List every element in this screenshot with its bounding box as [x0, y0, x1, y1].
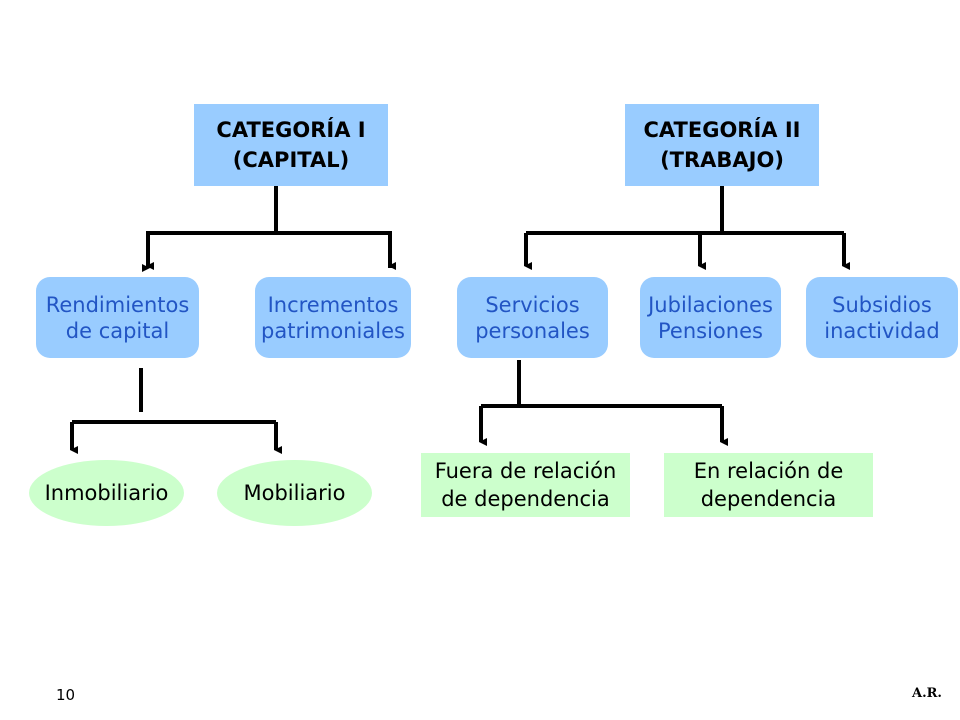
leaf-inmobiliario: Inmobiliario: [29, 460, 184, 526]
subcategory-subsidios-line2: inactividad: [824, 318, 940, 343]
leaf-fuera-line2: de dependencia: [441, 487, 610, 511]
page-number: 10: [56, 686, 76, 704]
category-capital-box: CATEGORÍA I (CAPITAL): [194, 104, 388, 186]
subcategory-jubilaciones-line1: Jubilaciones: [648, 292, 773, 317]
subcategory-servicios-line2: personales: [475, 318, 590, 343]
leaf-mobiliario-label: Mobiliario: [243, 481, 346, 505]
subcategory-rendimientos: Rendimientos de capital: [36, 277, 199, 358]
subcategory-jubilaciones: Jubilaciones Pensiones: [640, 277, 781, 358]
category-trabajo-box: CATEGORÍA II (TRABAJO): [625, 104, 819, 186]
category-trabajo-subtitle: (TRABAJO): [660, 148, 784, 172]
category-capital-subtitle: (CAPITAL): [232, 148, 350, 172]
subcategory-rendimientos-line2: de capital: [65, 318, 170, 343]
leaf-fuera-de-relacion: Fuera de relación de dependencia: [421, 453, 630, 517]
leaf-inmobiliario-label: Inmobiliario: [44, 481, 169, 505]
leaf-en-relacion: En relación de dependencia: [664, 453, 873, 517]
subcategory-incrementos-line2: patrimoniales: [261, 318, 405, 343]
subcategory-subsidios-line1: Subsidios: [832, 292, 932, 317]
leaf-en-relacion-line1: En relación de: [693, 459, 844, 483]
subcategory-servicios-line1: Servicios: [485, 292, 580, 317]
author-initials: A.R.: [912, 686, 942, 701]
leaf-fuera-line1: Fuera de relación: [434, 459, 617, 483]
category-trabajo-title: CATEGORÍA II: [643, 118, 801, 142]
leaf-en-relacion-line2: dependencia: [700, 487, 837, 511]
subcategory-subsidios: Subsidios inactividad: [806, 277, 958, 358]
leaf-mobiliario: Mobiliario: [217, 460, 372, 526]
connector-cat1-bar: [142, 231, 392, 272]
subcategory-servicios: Servicios personales: [457, 277, 608, 358]
subcategory-incrementos: Incrementos patrimoniales: [255, 277, 411, 358]
subcategory-rendimientos-line1: Rendimientos: [45, 292, 190, 317]
subcategory-jubilaciones-line2: Pensiones: [658, 318, 763, 343]
category-capital-title: CATEGORÍA I: [216, 118, 366, 142]
subcategory-incrementos-line1: Incrementos: [267, 292, 399, 317]
